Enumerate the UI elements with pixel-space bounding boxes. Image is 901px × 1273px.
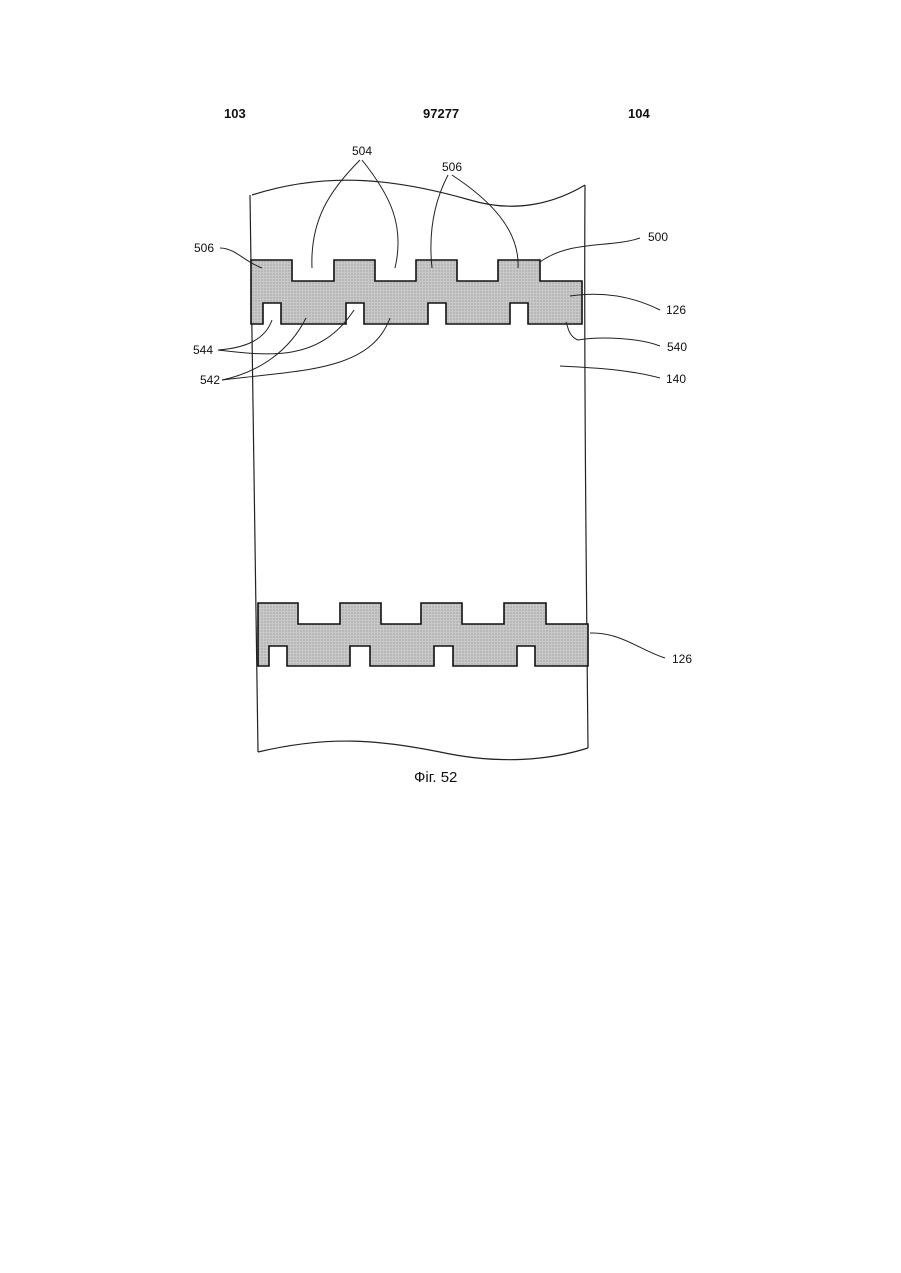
leader-506-top-a	[431, 175, 448, 268]
ref-506-top: 506	[442, 160, 462, 174]
leader-504-a	[312, 160, 360, 268]
ref-126-bottom: 126	[672, 652, 692, 666]
figure-caption: Фіг. 52	[414, 769, 457, 786]
ref-500: 500	[648, 230, 668, 244]
ref-140: 140	[666, 372, 686, 386]
ref-542: 542	[200, 373, 220, 387]
leader-542-a	[222, 318, 306, 380]
leader-506-left	[220, 248, 262, 268]
leader-126-top	[570, 294, 660, 310]
ref-540: 540	[667, 340, 687, 354]
ref-126-top: 126	[666, 303, 686, 317]
upper-castellated-layer	[251, 260, 582, 324]
ref-504: 504	[352, 144, 372, 158]
leader-500	[540, 238, 640, 262]
leader-504-b	[362, 160, 398, 268]
leader-542-b	[222, 318, 390, 380]
ref-544: 544	[193, 343, 213, 357]
lower-castellated-layer	[258, 603, 588, 666]
channel-top-wavy-edge	[252, 180, 585, 206]
leader-506-top-b	[452, 175, 518, 268]
leader-140	[560, 366, 660, 378]
leader-126-bottom	[590, 633, 665, 658]
channel-bottom-wavy-edge	[258, 741, 588, 760]
leader-544-a	[218, 320, 272, 350]
ref-506-left: 506	[194, 241, 214, 255]
leader-540	[566, 322, 660, 346]
